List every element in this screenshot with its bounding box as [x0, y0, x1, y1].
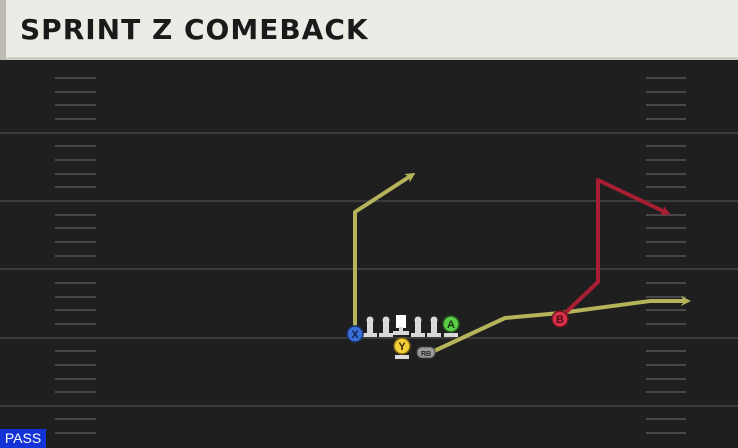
player-a-icon — [442, 315, 460, 333]
player-rb-label: RB — [421, 351, 431, 358]
hash-marks-right — [646, 77, 686, 434]
lineman-icon — [411, 316, 425, 337]
player-y[interactable]: Y — [393, 337, 411, 355]
lineman-icon — [379, 316, 393, 337]
play-field: X Y A B RB — [0, 77, 738, 434]
player-base — [395, 355, 409, 359]
player-a-label: A — [447, 319, 455, 331]
player-x[interactable]: X — [346, 325, 364, 343]
player-y-icon — [393, 337, 411, 355]
title-bar: SPRINT Z COMEBACK — [0, 0, 738, 60]
player-b-icon — [551, 310, 569, 328]
player-y-label: Y — [398, 341, 406, 353]
route-b — [558, 178, 671, 320]
lineman-icon — [427, 316, 441, 337]
hash-marks-left — [55, 77, 96, 434]
player-rb[interactable]: RB — [416, 346, 436, 359]
center-icon — [393, 315, 409, 335]
player-b[interactable]: B — [551, 310, 569, 328]
offensive-line — [363, 315, 458, 359]
player-x-icon — [346, 325, 364, 343]
player-a[interactable]: A — [442, 315, 460, 333]
yard-lines — [0, 132, 738, 407]
player-base — [444, 333, 458, 337]
player-rb-icon — [416, 346, 436, 359]
player-b-label: B — [556, 314, 564, 326]
player-x-label: X — [351, 329, 359, 341]
play-title: SPRINT Z COMEBACK — [20, 13, 369, 46]
play-type-badge: PASS — [0, 429, 46, 448]
lineman-icon — [363, 316, 377, 337]
route-x — [353, 172, 416, 330]
